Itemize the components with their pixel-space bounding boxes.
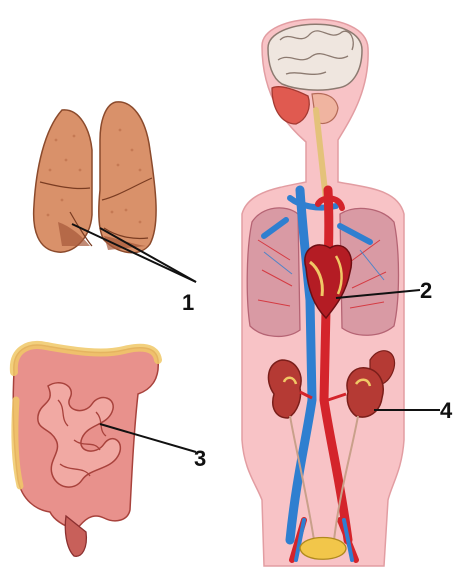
- label-2-heart: 2: [420, 278, 432, 303]
- label-1-lungs: 1: [182, 290, 194, 315]
- lungs-illustration: [34, 102, 196, 282]
- intestines-illustration: [13, 345, 196, 556]
- bladder: [300, 538, 346, 560]
- left-kidney: [268, 360, 301, 418]
- brain: [268, 24, 362, 90]
- label-4-kidneys: 4: [440, 398, 453, 423]
- label-3-intestines: 3: [194, 446, 206, 471]
- human-body-illustration: [242, 19, 404, 566]
